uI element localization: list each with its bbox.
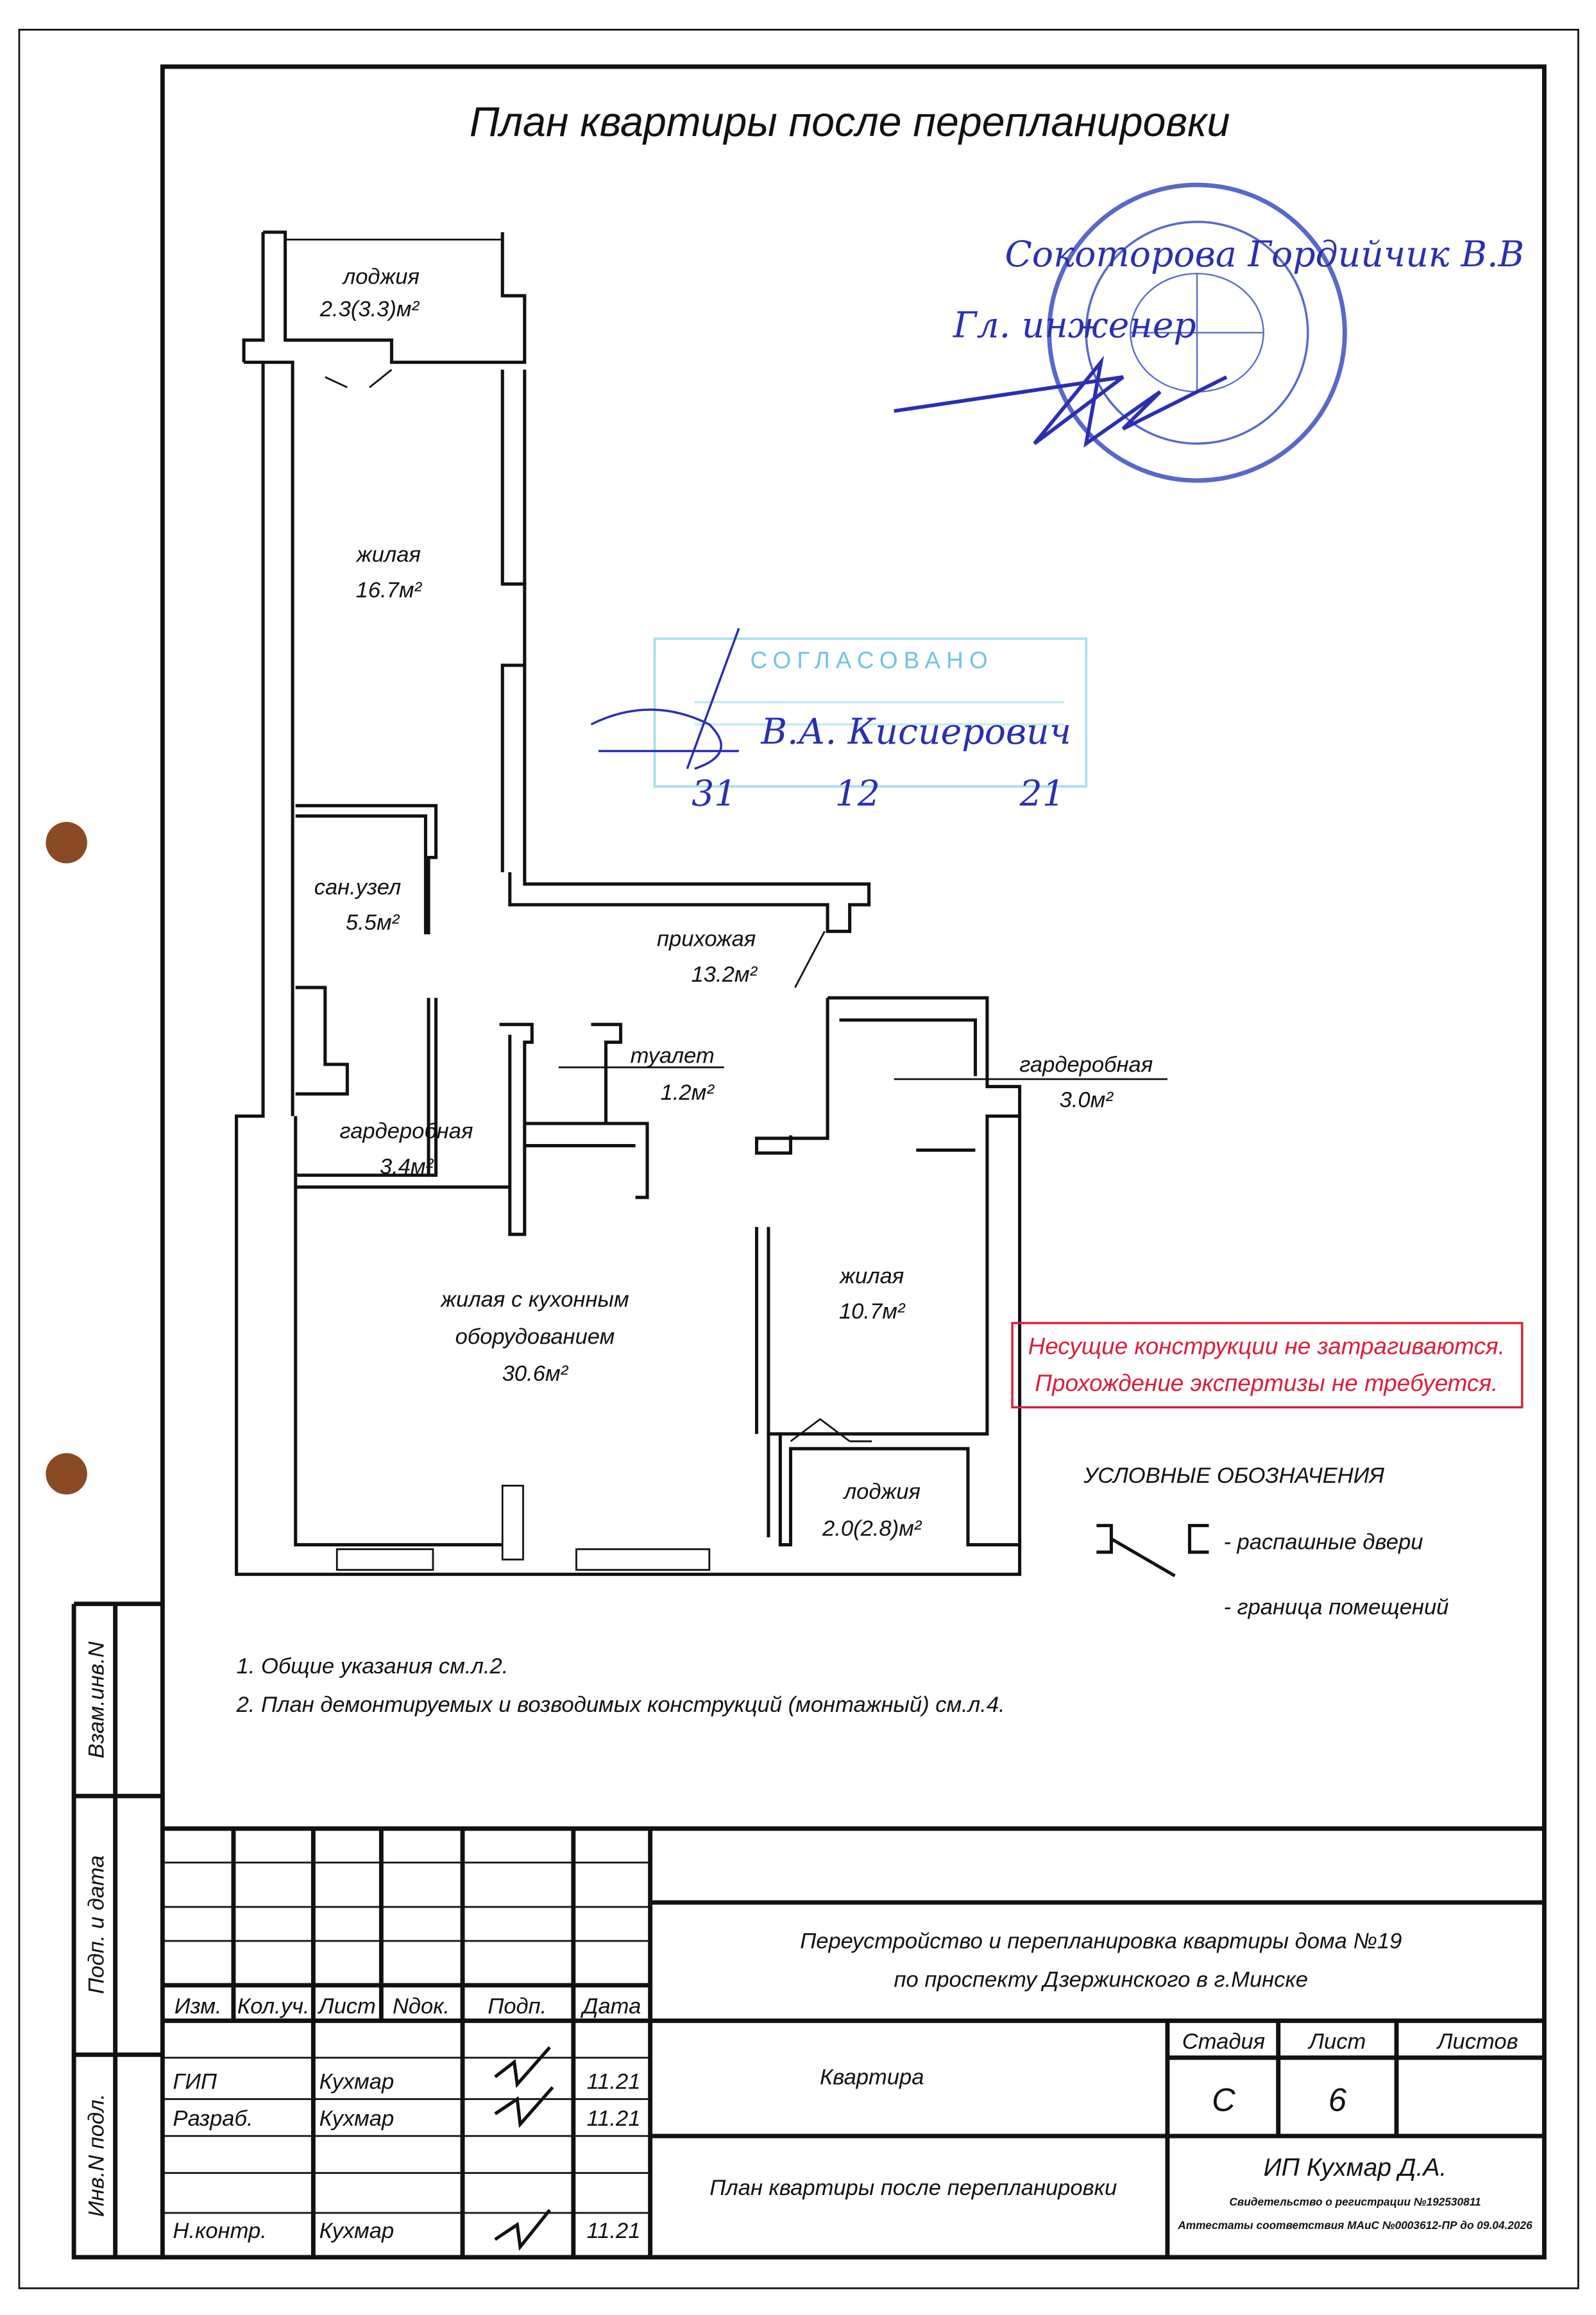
title-block: Изм. Кол.уч. Лист Nдок. Подп. Дата ГИП К… bbox=[162, 1826, 1545, 2257]
object-name: Квартира bbox=[820, 2065, 924, 2089]
page-title: План квартиры после перепланировки bbox=[470, 99, 1230, 145]
side-strip: Взам.инв.N Подп. и дата Инв.N подл. bbox=[71, 1602, 163, 2260]
room-area: 2.0(2.8)м² bbox=[822, 1517, 922, 1541]
room-name: гардеробная bbox=[340, 1119, 473, 1143]
side-label: Подп. и дата bbox=[84, 1855, 108, 1994]
sheet-title: План квартиры после перепланировки bbox=[709, 2176, 1117, 2200]
sheets-label: Листов bbox=[1436, 2029, 1518, 2054]
role: Н.контр. bbox=[173, 2219, 267, 2243]
project-name: Переустройство и перепланировка квартиры… bbox=[800, 1929, 1402, 1953]
approval-stamp: СОГЛАСОВАНО bbox=[653, 637, 1087, 788]
notice-line: Прохождение экспертизы не требуется. bbox=[1035, 1370, 1498, 1396]
round-seal bbox=[1047, 182, 1347, 483]
room-area: 3.4м² bbox=[380, 1154, 434, 1179]
stage-label: Стадия bbox=[1182, 2029, 1265, 2054]
name: Кухмар bbox=[319, 2106, 395, 2131]
stage-value: С bbox=[1212, 2081, 1235, 2118]
column-header: Кол.уч. bbox=[237, 1994, 310, 2019]
punch-hole bbox=[46, 822, 87, 864]
date: 11.21 bbox=[587, 2219, 641, 2243]
date: 11.21 bbox=[587, 2106, 641, 2131]
punch-hole bbox=[46, 1453, 87, 1495]
approval-header: СОГЛАСОВАНО bbox=[751, 647, 994, 673]
sheet-label: Лист bbox=[1307, 2029, 1366, 2054]
notice-line: Несущие конструкции не затрагиваются. bbox=[1028, 1333, 1505, 1359]
role: ГИП bbox=[173, 2069, 218, 2094]
room-name: лоджия bbox=[342, 265, 420, 289]
handwritten-signature bbox=[894, 355, 1228, 448]
name: Кухмар bbox=[319, 2069, 395, 2094]
date: 11.21 bbox=[587, 2069, 641, 2094]
room-area: 5.5м² bbox=[346, 910, 400, 935]
approval-month: 12 bbox=[835, 774, 880, 815]
column-header: Изм. bbox=[174, 1994, 222, 2019]
main-frame bbox=[160, 64, 1547, 2260]
floor-plan bbox=[235, 230, 1167, 1576]
approval-signature bbox=[590, 628, 740, 770]
room-area: 3.0м² bbox=[1060, 1088, 1114, 1113]
legend-doors: - распашные двери bbox=[1223, 1530, 1423, 1554]
certificate: Аттестаты соответствия МАиС №0003612-ПР … bbox=[1177, 2219, 1532, 2232]
registration: Свидетельство о регистрации №192530811 bbox=[1229, 2195, 1481, 2208]
room-area: 2.3(3.3)м² bbox=[319, 297, 420, 321]
room-name: туалет bbox=[631, 1044, 715, 1068]
notice-box: Несущие конструкции не затрагиваются. Пр… bbox=[1011, 1322, 1524, 1409]
legend-boundary: - граница помещений bbox=[1223, 1595, 1448, 1619]
signature-mark bbox=[494, 2046, 554, 2251]
column-header: Лист bbox=[318, 1994, 376, 2019]
room-name: лоджия bbox=[843, 1480, 921, 1504]
room-area: 13.2м² bbox=[692, 962, 758, 987]
room-area: 10.7м² bbox=[839, 1299, 906, 1324]
side-label: Инв.N подл. bbox=[84, 2094, 108, 2217]
room-area: 1.2м² bbox=[661, 1081, 715, 1105]
legend-title: УСЛОВНЫЕ ОБОЗНАЧЕНИЯ bbox=[1083, 1464, 1384, 1488]
general-note: 1. Общие указания см.л.2. bbox=[237, 1654, 509, 1679]
name: Кухмар bbox=[319, 2219, 395, 2243]
room-name: прихожая bbox=[657, 927, 756, 952]
room-name: оборудованием bbox=[455, 1324, 615, 1349]
room-name: жилая bbox=[355, 543, 421, 567]
legend: УСЛОВНЫЕ ОБОЗНАЧЕНИЯ - распашные двери -… bbox=[1083, 1464, 1448, 1619]
approval-year: 21 bbox=[1019, 774, 1065, 815]
column-header: Подп. bbox=[488, 1994, 547, 2019]
room-area: 30.6м² bbox=[502, 1362, 569, 1386]
column-header: Nдок. bbox=[393, 1994, 450, 2019]
door-symbol-icon bbox=[1096, 1524, 1209, 1578]
room-name: жилая с кухонным bbox=[439, 1288, 629, 1312]
room-labels: лоджия 2.3(3.3)м² жилая 16.7м² сан.узел … bbox=[314, 265, 1153, 1541]
room-name: гардеробная bbox=[1019, 1052, 1153, 1077]
room-name: жилая bbox=[838, 1264, 904, 1288]
room-area: 16.7м² bbox=[356, 578, 423, 602]
signer-name: Сокоторова Гордийчик В.В bbox=[1005, 234, 1525, 275]
role: Разраб. bbox=[173, 2106, 253, 2131]
signer-role: Гл. инженер bbox=[953, 305, 1196, 346]
project-address: по проспекту Дзержинского в г.Минске bbox=[894, 1967, 1308, 1992]
company-name: ИП Кухмар Д.А. bbox=[1264, 2154, 1447, 2182]
approval-day: 31 bbox=[692, 774, 736, 815]
column-header: Дата bbox=[580, 1994, 641, 2019]
approval-signer: В.А. Кисиерович bbox=[760, 712, 1071, 753]
general-note: 2. План демонтируемых и возводимых конст… bbox=[236, 1693, 1005, 1717]
sheet-value: 6 bbox=[1329, 2081, 1347, 2118]
outer-border bbox=[18, 28, 1579, 2289]
side-label: Взам.инв.N bbox=[84, 1641, 108, 1758]
room-name: сан.узел bbox=[314, 875, 402, 900]
